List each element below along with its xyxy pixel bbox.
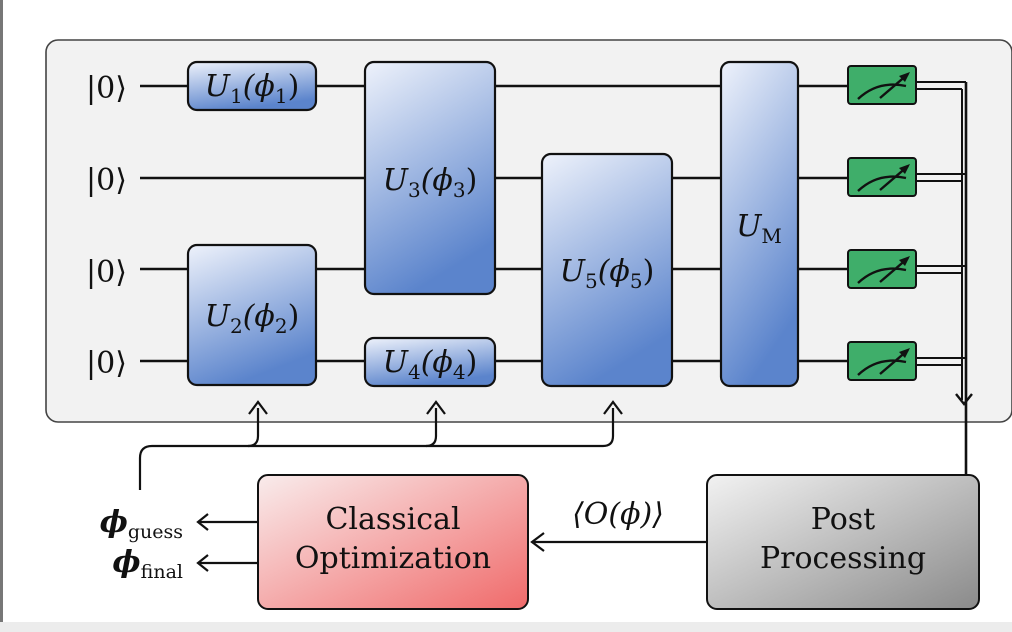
gate-u5-sub: 5	[585, 269, 598, 293]
gate-u4: U4(ϕ4)	[363, 336, 497, 388]
gate-u3-sub: 3	[408, 178, 421, 202]
measurement-2	[847, 157, 917, 197]
arrow-up-icon	[248, 400, 268, 415]
classical-wires	[916, 81, 973, 474]
gate-u1-arg: (ϕ	[243, 69, 275, 104]
gate-u4-close: )	[466, 345, 478, 380]
gate-u4-argsub: 4	[453, 360, 466, 384]
svg-text:U1(ϕ1): U1(ϕ1)	[205, 69, 300, 108]
phi-guess-label: ϕguess	[100, 505, 183, 543]
gate-u3-arg: (ϕ	[421, 163, 453, 198]
gate-u4-sub: 4	[408, 360, 421, 384]
phi-guess-sub: guess	[128, 521, 183, 543]
gate-u5-close: )	[643, 254, 655, 289]
qubit-ket-2: |0⟩	[86, 163, 127, 198]
svg-text:U5(ϕ5): U5(ϕ5)	[560, 254, 655, 293]
gate-u3-argsub: 3	[453, 178, 466, 202]
measurement-1	[847, 65, 917, 105]
gate-u3-base: U	[383, 163, 410, 198]
gate-u2-argsub: 2	[275, 314, 288, 338]
gate-u2-close: )	[288, 299, 300, 334]
expectation-label: ⟨O(ϕ)⟩	[572, 497, 664, 532]
parameter-feedback-lines	[138, 408, 615, 490]
gate-u4-arg: (ϕ	[421, 345, 453, 380]
svg-text:UM: UM	[736, 209, 782, 248]
qubit-ket-1: |0⟩	[86, 71, 127, 106]
gate-u2-arg: (ϕ	[243, 299, 275, 334]
gate-um: UM	[719, 60, 800, 388]
gate-u2: U2(ϕ2)	[186, 243, 318, 387]
gate-u5-base: U	[560, 254, 587, 289]
arrow-up-icon	[603, 400, 623, 415]
window-edge	[0, 0, 3, 632]
gate-um-base: U	[736, 209, 763, 244]
phi-final-sub: final	[141, 561, 183, 583]
phi-final-symbol: ϕ	[112, 545, 140, 580]
meter-arc-icon	[857, 359, 907, 376]
gate-u1-base: U	[205, 69, 232, 104]
meter-arc-icon	[857, 175, 907, 192]
postproc-label-line2: Processing	[760, 541, 926, 576]
feedback-arrowheads	[248, 400, 623, 415]
gate-u4-base: U	[383, 345, 410, 380]
gate-u1-argsub: 1	[275, 84, 288, 108]
svg-text:U4(ϕ4): U4(ϕ4)	[383, 345, 478, 384]
arrow-left-icon	[196, 513, 209, 531]
arrow-left-icon	[530, 532, 545, 552]
optimizer-label-line2: Optimization	[295, 541, 491, 576]
gate-u3-close: )	[466, 163, 478, 198]
gate-u1-sub: 1	[230, 84, 243, 108]
phi-final-label: ϕfinal	[112, 545, 183, 583]
gate-u5: U5(ϕ5)	[540, 152, 674, 388]
arrow-up-icon	[426, 400, 446, 415]
classical-optimization-box: Classical Optimization	[257, 474, 529, 610]
svg-text:U3(ϕ3): U3(ϕ3)	[383, 163, 478, 202]
gate-u2-sub: 2	[230, 314, 243, 338]
meter-arc-icon	[857, 83, 907, 100]
postproc-label-line1: Post	[811, 502, 875, 537]
post-processing-box: Post Processing	[706, 474, 980, 610]
arrow-left-icon	[196, 554, 209, 572]
meter-arc-icon	[857, 267, 907, 284]
gate-u5-argsub: 5	[630, 269, 643, 293]
qubit-ket-3: |0⟩	[86, 255, 127, 290]
measurement-3	[847, 249, 917, 289]
bottom-bar	[0, 622, 1012, 632]
gate-u1-close: )	[288, 69, 300, 104]
gate-um-sub: M	[761, 224, 781, 248]
svg-text:U2(ϕ2): U2(ϕ2)	[205, 299, 300, 338]
measurement-4	[847, 341, 917, 381]
phi-guess-symbol: ϕ	[100, 505, 128, 540]
gate-u5-arg: (ϕ	[598, 254, 630, 289]
gate-u2-base: U	[205, 299, 232, 334]
qubit-ket-4: |0⟩	[86, 346, 127, 381]
optimizer-label-line1: Classical	[325, 502, 460, 537]
gate-u1: U1(ϕ1)	[186, 60, 318, 112]
gate-u3: U3(ϕ3)	[363, 60, 497, 296]
